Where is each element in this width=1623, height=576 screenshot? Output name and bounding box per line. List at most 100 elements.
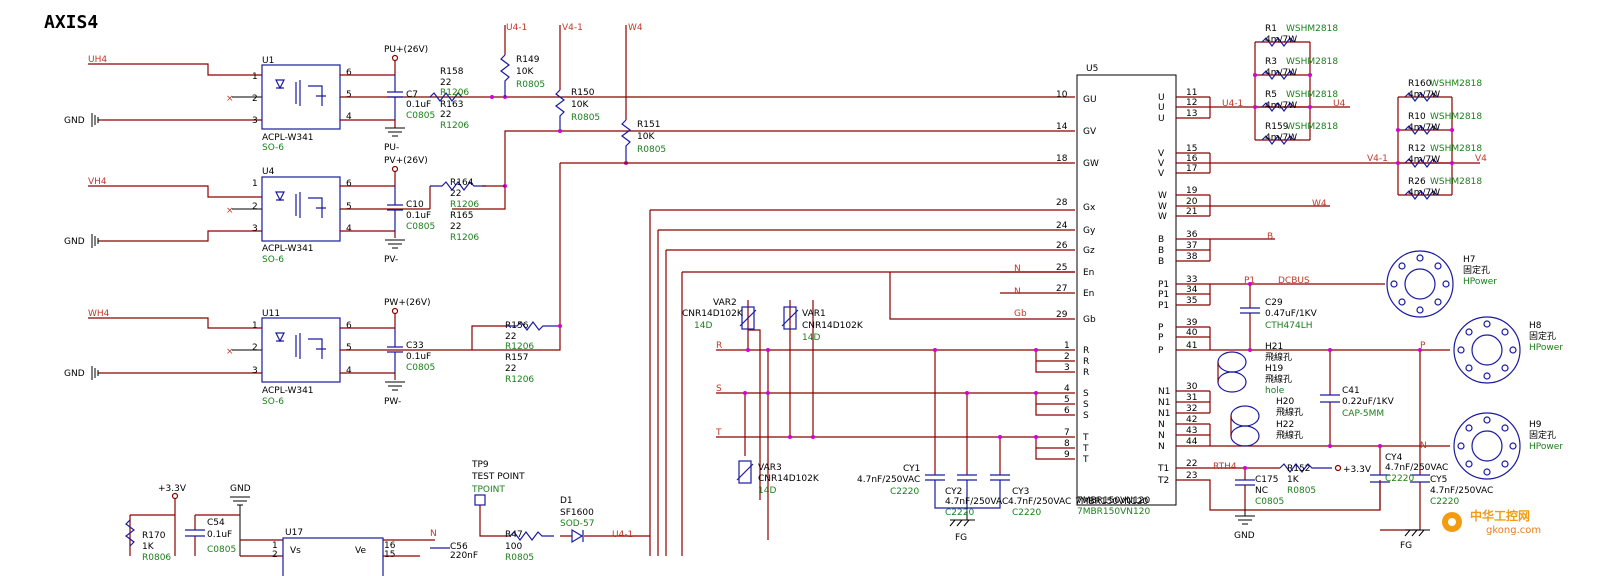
svg-text:0.1uF: 0.1uF <box>406 352 431 362</box>
svg-text:R1: R1 <box>1265 24 1277 34</box>
svg-text:N: N <box>430 529 437 539</box>
svg-text:4.7nF/250VAC: 4.7nF/250VAC <box>1430 486 1493 496</box>
svg-text:C0805: C0805 <box>1255 497 1284 507</box>
net-label-uh4: UH4 <box>88 55 107 65</box>
svg-text:R158: R158 <box>440 67 464 77</box>
svg-text:2: 2 <box>252 202 258 212</box>
u5-pin-num: 29 <box>1056 310 1068 320</box>
u5-pin-num: 14 <box>1056 122 1068 132</box>
svg-text:0.1uF: 0.1uF <box>406 211 431 221</box>
svg-text:TP9: TP9 <box>471 460 489 470</box>
svg-text:5: 5 <box>346 90 352 100</box>
svg-text:2: 2 <box>252 94 258 104</box>
svg-text:U17: U17 <box>285 528 303 538</box>
svg-text:ACPL-W341: ACPL-W341 <box>262 386 314 396</box>
svg-text:WSHM2818: WSHM2818 <box>1286 57 1338 67</box>
svg-text:4.7nF/250VAC: 4.7nF/250VAC <box>857 475 920 485</box>
u5-pin-name: B <box>1158 257 1164 267</box>
u5-pin-name: V <box>1158 169 1165 179</box>
u5-pin-num: 24 <box>1056 221 1068 231</box>
u5-pin-num: 6 <box>1064 406 1070 416</box>
u5-pin-num: 22 <box>1186 459 1197 469</box>
u5-pin-num: 27 <box>1056 284 1067 294</box>
svg-text:R26: R26 <box>1408 177 1426 187</box>
svg-text:H9: H9 <box>1529 420 1542 430</box>
svg-text:CY5: CY5 <box>1430 475 1447 485</box>
u1-pkg: SO-6 <box>262 143 284 153</box>
svg-text:C2220: C2220 <box>945 508 974 518</box>
u5-pin-name: GU <box>1083 95 1097 105</box>
svg-text:TEST POINT: TEST POINT <box>471 472 525 482</box>
svg-text:HPower: HPower <box>1529 343 1563 353</box>
svg-text:22: 22 <box>505 364 516 374</box>
svg-text:4m/7W: 4m/7W <box>1265 133 1297 143</box>
svg-text:H7: H7 <box>1463 255 1476 265</box>
u5-pin-num: 34 <box>1186 285 1198 295</box>
svg-text:14D: 14D <box>802 333 820 343</box>
svg-text:R: R <box>716 341 722 351</box>
svg-text:R1206: R1206 <box>440 121 469 131</box>
svg-text:SOD-57: SOD-57 <box>560 519 594 529</box>
svg-text:3: 3 <box>252 116 258 126</box>
u5-pin-num: 15 <box>1186 144 1197 154</box>
svg-text:1: 1 <box>252 321 258 331</box>
u1-body <box>261 64 341 130</box>
u5-pin-num: 33 <box>1186 275 1197 285</box>
u5-pin-name: V <box>1158 159 1165 169</box>
u5-pin-num: 8 <box>1064 439 1070 449</box>
u5-pin-num: 7 <box>1064 428 1070 438</box>
u5-pin-name: P <box>1158 323 1164 333</box>
svg-text:0.22uF/1KV: 0.22uF/1KV <box>1342 397 1395 407</box>
u5-pin-num: 42 <box>1186 415 1197 425</box>
svg-text:W4: W4 <box>1312 199 1327 209</box>
u5-pin-name: B <box>1158 235 1164 245</box>
svg-text:U4-1: U4-1 <box>612 530 633 540</box>
svg-text:H19: H19 <box>1265 364 1283 374</box>
svg-text:R1206: R1206 <box>440 88 469 98</box>
svg-text:GND: GND <box>230 484 251 494</box>
svg-text:4m/7W: 4m/7W <box>1265 68 1297 78</box>
u5-pin-num: 11 <box>1186 88 1197 98</box>
svg-text:6: 6 <box>346 68 352 78</box>
svg-text:R151: R151 <box>637 120 660 130</box>
svg-text:H8: H8 <box>1529 321 1542 331</box>
u5-pin-num: 17 <box>1186 164 1197 174</box>
u5-pin-name: P1 <box>1158 290 1169 300</box>
svg-text:SO-6: SO-6 <box>262 397 284 407</box>
u5-pin-num: 36 <box>1186 230 1198 240</box>
u5-pin-name: U <box>1158 114 1165 124</box>
svg-text:Gb: Gb <box>1014 309 1027 319</box>
mounting-hole-h9 <box>1453 412 1521 480</box>
svg-text:R47: R47 <box>505 530 523 540</box>
u5-pin-name: W <box>1158 212 1167 222</box>
svg-text:C56: C56 <box>450 542 468 552</box>
net-u4-1-top: U4-1 <box>506 23 527 33</box>
u5-pin-name: Gb <box>1083 315 1096 325</box>
svg-text:2: 2 <box>272 550 278 560</box>
u5-ref: U5 <box>1086 64 1098 74</box>
svg-text:固定孔: 固定孔 <box>1529 429 1556 441</box>
svg-text:WSHM2818: WSHM2818 <box>1286 122 1338 132</box>
svg-text:FG: FG <box>1400 541 1412 551</box>
u5-pkg: 7MBR150VN120 <box>1077 507 1150 517</box>
svg-text:U4-1: U4-1 <box>1222 99 1243 109</box>
svg-text:FG: FG <box>955 533 967 543</box>
svg-text:CY1: CY1 <box>903 464 920 474</box>
svg-text:R152: R152 <box>1287 464 1310 474</box>
svg-text:RTH4: RTH4 <box>1213 462 1237 472</box>
svg-text:WSHM2818: WSHM2818 <box>1286 90 1338 100</box>
u5-name: 7MBR150VN120 <box>1077 496 1150 506</box>
optocoupler-u1: UH4 × GND 123 654 U1 ACPL-W341 SO-6 <box>64 55 352 153</box>
u5-pin-name: P <box>1158 346 1164 356</box>
svg-text:B: B <box>1267 232 1273 242</box>
svg-text:V4: V4 <box>1475 154 1487 164</box>
svg-text:R10: R10 <box>1408 112 1426 122</box>
svg-text:R0805: R0805 <box>637 145 666 155</box>
svg-text:R1206: R1206 <box>505 375 534 385</box>
svg-text:CNR14D102K: CNR14D102K <box>758 474 820 484</box>
u5-pin-num: 23 <box>1186 471 1197 481</box>
svg-text:4: 4 <box>346 366 352 376</box>
svg-text:固定孔: 固定孔 <box>1529 330 1556 342</box>
svg-text:R165: R165 <box>450 211 473 221</box>
